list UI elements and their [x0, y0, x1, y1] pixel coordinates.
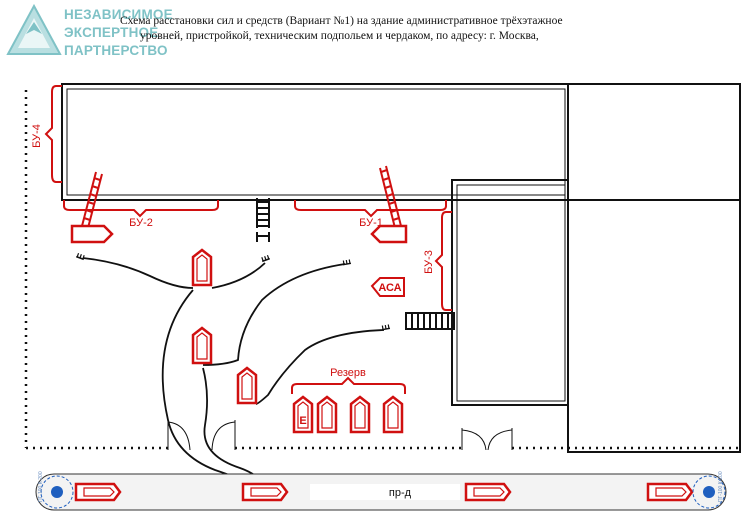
hydrant-right: ПГ-100 К-200 — [692, 471, 726, 509]
label-hydrant-left: ПГ-100 К-200 — [38, 471, 44, 502]
sector-bu4: БУ-4 — [31, 85, 62, 183]
site-fence — [24, 90, 740, 450]
diagram-title: Схема расстановки сил и средств (Вариант… — [120, 14, 720, 44]
label-road: пр-д — [389, 487, 412, 499]
truck-site-3 — [236, 366, 258, 405]
truck-road-1 — [74, 482, 122, 502]
logo-line-2: ЭКСПЕРТНОЕ — [64, 25, 159, 40]
hose-lines — [61, 257, 664, 501]
truck-ladder-left — [70, 224, 114, 244]
label-hydrant-right: ПГ-100 К-200 — [718, 471, 724, 502]
hydrant-left: ПГ-100 К-200 — [38, 471, 74, 509]
truck-road-3 — [464, 482, 512, 502]
sector-bu1: БУ-1 — [294, 200, 447, 229]
gate-left — [167, 420, 236, 451]
truck-reserve-4 — [382, 395, 404, 434]
truck-road-2 — [241, 482, 289, 502]
road: пр-д — [35, 473, 727, 511]
logo-line-3: ПАРТНЕРСТВО — [64, 43, 168, 58]
gate-right — [461, 428, 513, 451]
truck-reserve-e: Е — [292, 395, 314, 434]
truck-site-1 — [191, 248, 213, 287]
logo-line-1: НЕЗАВИСИМОЕ — [64, 7, 173, 22]
label-bu3: БУ-3 — [423, 250, 435, 274]
truck-ladder-right — [370, 224, 408, 244]
nozzle-4 — [380, 323, 391, 331]
ladder-right — [379, 165, 402, 229]
label-reserve: Резерв — [330, 367, 366, 379]
truck-site-2 — [191, 326, 213, 365]
title-line-1: Схема расстановки сил и средств (Вариант… — [120, 15, 563, 27]
label-asa: АСА — [378, 282, 401, 294]
label-bu1: БУ-1 — [359, 217, 383, 229]
label-bu2: БУ-2 — [129, 217, 153, 229]
nozzle-2 — [260, 254, 271, 263]
sector-bu2: БУ-2 — [63, 200, 219, 229]
stairs-side — [405, 312, 455, 330]
label-e-truck: Е — [299, 415, 306, 427]
label-bu4: БУ-4 — [31, 124, 43, 148]
main-building — [61, 83, 741, 453]
sector-bu3: БУ-3 — [423, 211, 452, 311]
logo: НЕЗАВИСИМОЕ ЭКСПЕРТНОЕ ПАРТНЕРСТВО — [6, 3, 173, 60]
nozzle-3 — [341, 258, 352, 266]
ladder-left — [81, 171, 103, 229]
reserve-group: Резерв Е — [291, 367, 406, 434]
truck-asa: АСА — [370, 277, 405, 297]
logo-emblem-icon — [6, 3, 62, 55]
stairs-top — [256, 197, 270, 242]
truck-road-4 — [646, 482, 694, 502]
truck-reserve-3 — [349, 395, 371, 434]
truck-reserve-2 — [316, 395, 338, 434]
title-line-2: уровней, пристройкой, техническим подпол… — [140, 30, 539, 42]
